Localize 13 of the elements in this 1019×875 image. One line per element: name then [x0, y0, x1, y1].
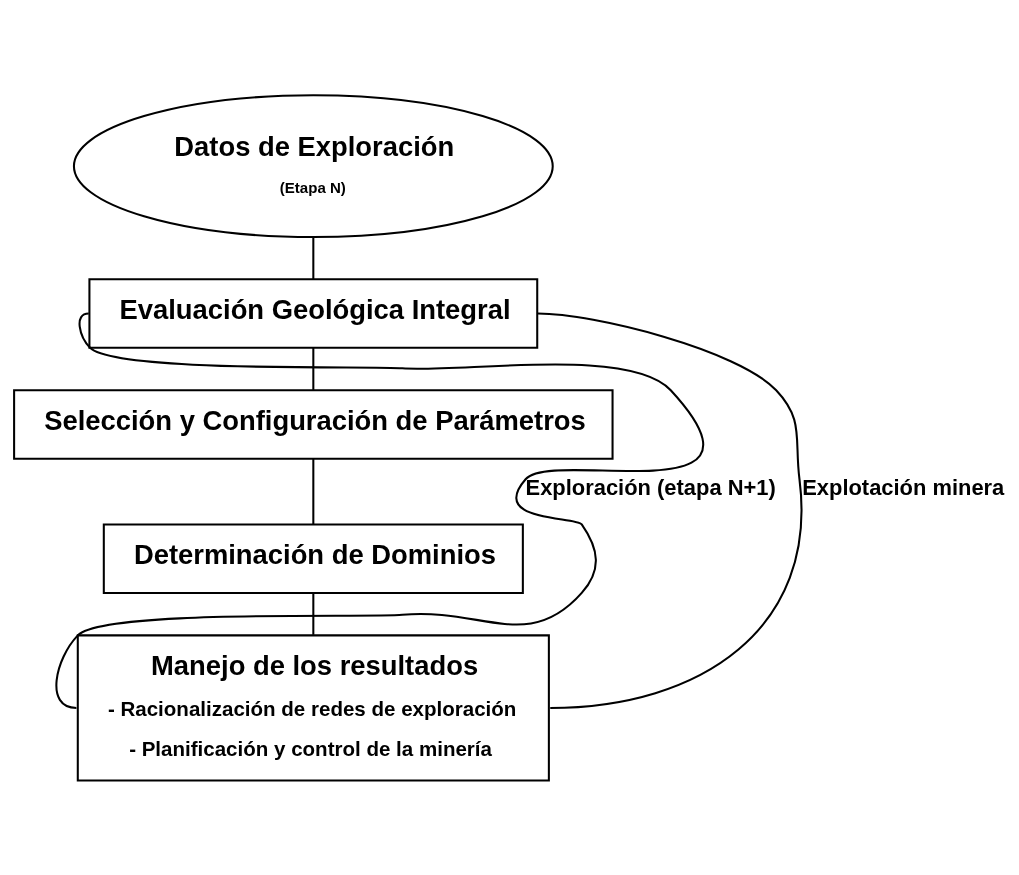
edge-label: Exploración (etapa N+1) [525, 474, 776, 500]
connector [312, 347, 315, 390]
node-box: Manejo de los resultados - Racionalización de redes de exploración - Planificación y control de la minería [76, 633, 550, 782]
connector [312, 236, 315, 279]
node-ellipse: Datos de Exploración (Etapa N) [72, 93, 554, 238]
connector [537, 312, 803, 709]
node-box: Evaluación Geológica Integral [88, 277, 539, 349]
edge-label: Explotación minera [802, 474, 1005, 500]
connector [312, 458, 315, 524]
node-box: Determinación de Dominios [102, 522, 524, 594]
connector [312, 592, 315, 635]
connector [55, 312, 703, 709]
node-box: Selección y Configuración de Parámetros [13, 388, 614, 460]
